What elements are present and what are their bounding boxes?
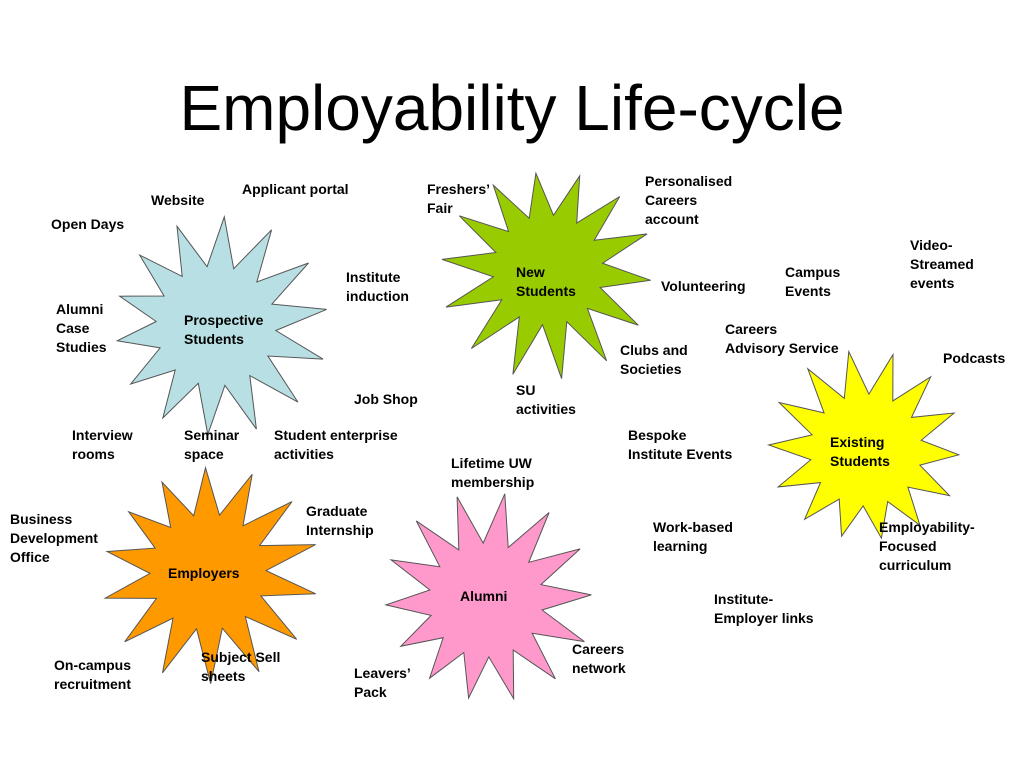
label-employability-focused-curriculum: Employability- Focused curriculum bbox=[879, 519, 975, 573]
label-work-based-learning: Work-based learning bbox=[653, 519, 733, 554]
label-lifetime-uw-membership: Lifetime UW membership bbox=[451, 455, 535, 490]
label-graduate-internship: Graduate Internship bbox=[306, 503, 374, 538]
label-careers-network: Careers network bbox=[572, 641, 626, 676]
label-open-days: Open Days bbox=[51, 216, 125, 232]
starburst-existing-students bbox=[766, 349, 961, 540]
label-subject-sell-sheets: Subject Sell sheets bbox=[201, 649, 281, 684]
label-bespoke-institute-events: Bespoke Institute Events bbox=[628, 427, 733, 462]
starburst-employers bbox=[103, 465, 316, 684]
label-leavers-pack: Leavers’ Pack bbox=[354, 665, 411, 700]
label-volunteering: Volunteering bbox=[661, 278, 746, 294]
starburst-new-students bbox=[441, 171, 651, 379]
label-video-streamed-events: Video- Streamed events bbox=[910, 237, 974, 291]
label-institute-induction: Institute induction bbox=[346, 269, 409, 304]
label-business-development-office: Business Development Office bbox=[10, 511, 98, 565]
label-website: Website bbox=[151, 192, 205, 208]
label-job-shop: Job Shop bbox=[354, 391, 418, 407]
label-campus-events: Campus Events bbox=[785, 264, 841, 299]
star-label-employers: Employers bbox=[168, 565, 240, 581]
star-label-alumni: Alumni bbox=[460, 588, 508, 604]
label-on-campus-recruitment: On-campus recruitment bbox=[54, 657, 132, 692]
label-student-enterprise-activities: Student enterprise activities bbox=[274, 427, 398, 462]
label-interview-rooms: Interview rooms bbox=[72, 427, 133, 462]
star-label-existing-students: Existing Students bbox=[830, 434, 890, 469]
star-label-new-students: New Students bbox=[516, 264, 576, 299]
label-alumni-case-studies: Alumni Case Studies bbox=[56, 301, 107, 355]
starburst-alumni bbox=[384, 493, 592, 701]
label-applicant-portal: Applicant portal bbox=[242, 181, 349, 197]
starburst-prospective-students bbox=[115, 214, 327, 437]
label-institute-employer-links: Institute- Employer links bbox=[714, 591, 814, 626]
label-freshers-fair: Freshers’ Fair bbox=[427, 181, 491, 216]
label-clubs-and-societies: Clubs and Societies bbox=[620, 342, 688, 377]
label-podcasts: Podcasts bbox=[943, 350, 1006, 366]
label-su-activities: SU activities bbox=[516, 382, 576, 417]
page-title: Employability Life-cycle bbox=[179, 72, 845, 144]
label-personalised-careers-account: Personalised Careers account bbox=[645, 173, 733, 227]
star-label-prospective-students: Prospective Students bbox=[184, 312, 264, 347]
label-careers-advisory-service: Careers Advisory Service bbox=[725, 321, 839, 356]
label-seminar-space: Seminar space bbox=[184, 427, 240, 462]
